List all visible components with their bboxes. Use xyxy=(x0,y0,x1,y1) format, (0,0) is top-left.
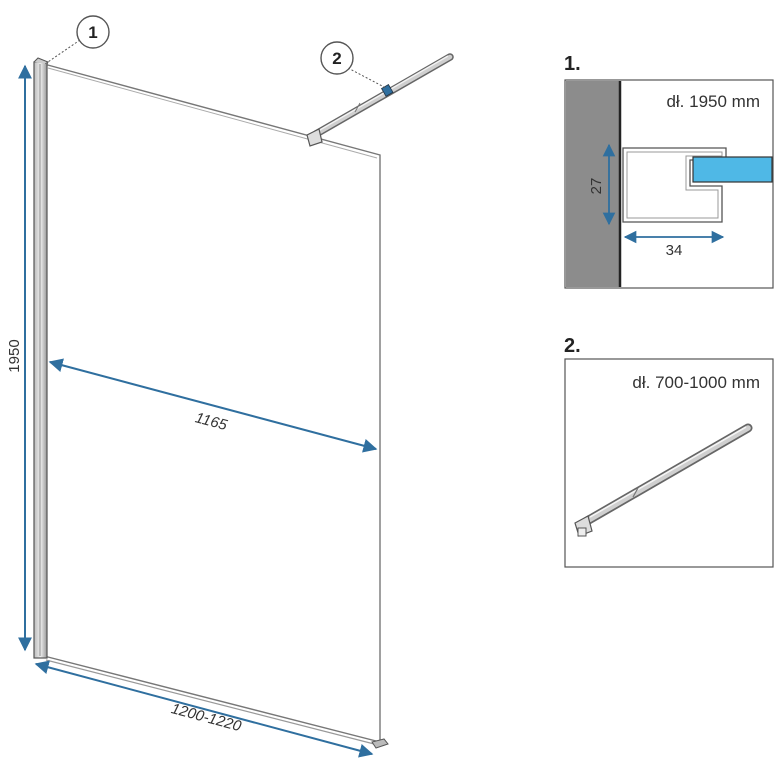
detail-2-title: 2. xyxy=(564,335,581,357)
main-view: 1 2 1950 1165 1200-1220 xyxy=(6,15,454,758)
detail-1-profile xyxy=(622,147,727,223)
stabilizer-bar xyxy=(306,53,454,147)
callout-1: 1 xyxy=(44,15,110,65)
glass-panel-inner-edge xyxy=(47,67,378,159)
wall-profile xyxy=(33,57,49,659)
callout-2: 2 xyxy=(320,41,387,89)
detail-1-length-label: dł. 1950 mm xyxy=(666,92,760,111)
callout-2-label: 2 xyxy=(332,49,341,68)
glass-panel xyxy=(43,63,381,743)
detail-1-height-label: 27 xyxy=(588,178,605,195)
detail-1: 1. 27 34 dł. 1950 mm xyxy=(564,53,774,289)
total-width-label: 1200-1220 xyxy=(169,700,243,735)
detail-2-box xyxy=(564,358,774,568)
height-label: 1950 xyxy=(6,339,23,372)
detail-1-width-label: 34 xyxy=(666,242,683,259)
detail-2-length-label: dł. 700-1000 mm xyxy=(632,373,760,392)
panel-foot xyxy=(371,738,389,749)
detail-1-title: 1. xyxy=(564,53,581,75)
height-dimension: 1950 xyxy=(6,64,32,652)
callout-1-label: 1 xyxy=(88,23,97,42)
detail-2-bar xyxy=(574,423,753,537)
detail-2: 2. dł. 700-1000 mm xyxy=(564,335,774,568)
detail-1-glass xyxy=(692,156,773,183)
